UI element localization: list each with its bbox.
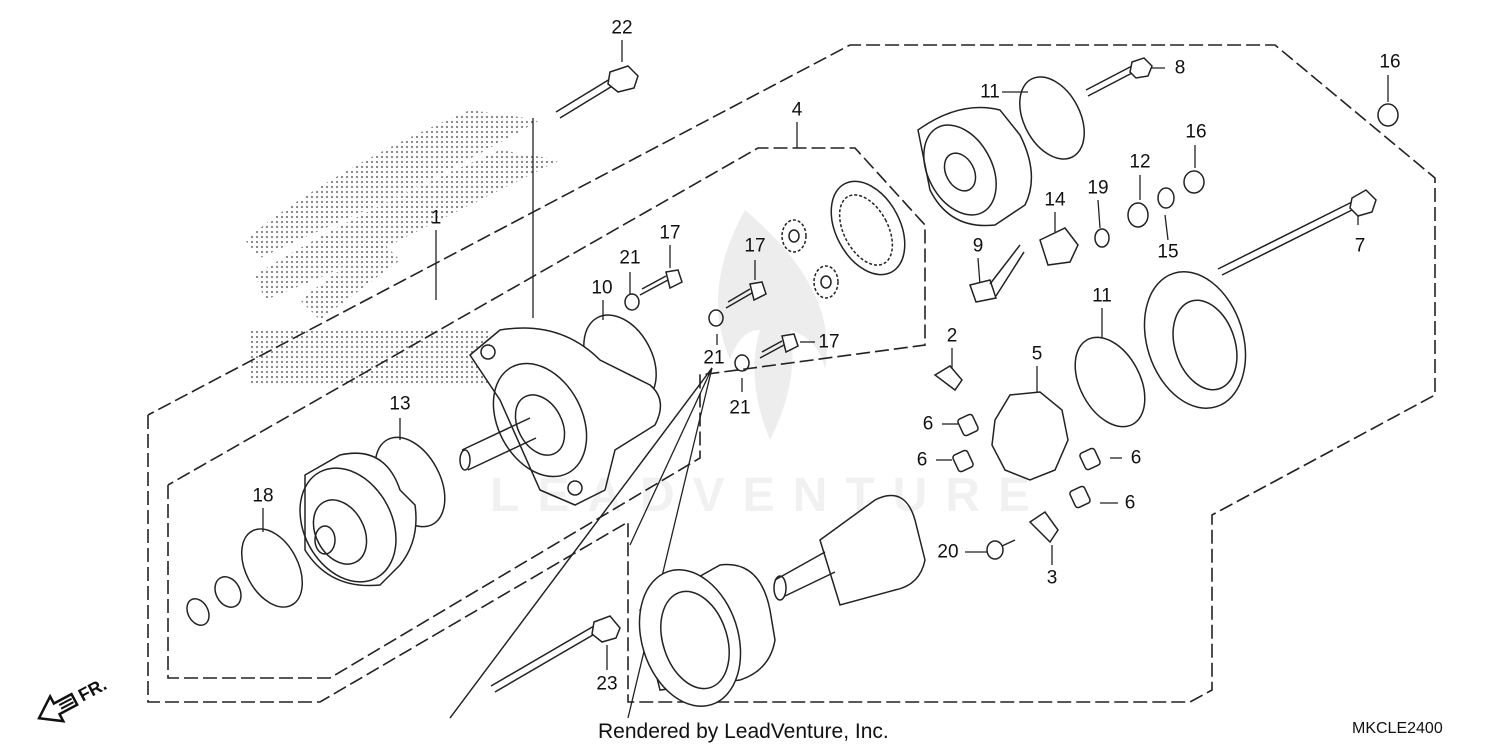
armature: [773, 494, 926, 606]
end-cover-7: [1143, 271, 1247, 409]
callout-5[interactable]: 5: [1031, 343, 1043, 365]
callout-10[interactable]: 10: [591, 277, 613, 299]
pinion-housing: [299, 452, 417, 587]
flame-watermark: [718, 210, 828, 440]
callout-13[interactable]: 13: [389, 393, 411, 415]
callout-8[interactable]: 8: [1174, 57, 1186, 79]
callout-16a[interactable]: 16: [1379, 51, 1401, 73]
callout-3[interactable]: 3: [1046, 567, 1058, 589]
terminal-2: [933, 365, 963, 392]
long-bolt-7: [1217, 189, 1377, 276]
watermark-text: LEADVENTURE: [490, 469, 1049, 522]
spring-6d: [1069, 485, 1091, 509]
internal-ring-gear: [830, 180, 906, 276]
bolt-17c: [759, 333, 799, 359]
callout-17c[interactable]: 17: [818, 331, 840, 353]
nut-16a: [1183, 170, 1205, 194]
callout-9[interactable]: 9: [972, 235, 984, 257]
washer-21b: [708, 309, 724, 327]
callout-6c[interactable]: 6: [1130, 447, 1142, 469]
planet-gear-a: [781, 219, 807, 253]
brush-plate-5: [991, 391, 1069, 481]
callout-11a[interactable]: 11: [980, 81, 1000, 103]
bolt-17a: [639, 269, 683, 296]
callout-21c[interactable]: 21: [729, 397, 751, 419]
callout-2[interactable]: 2: [946, 325, 958, 347]
callout-20[interactable]: 20: [937, 541, 959, 563]
diagram-code: MKCLE2400: [1352, 720, 1443, 737]
front-direction-arrow-icon: FR.: [37, 674, 110, 723]
o-ring-11a: [1019, 76, 1085, 160]
direction-label: FR.: [75, 674, 110, 705]
callout-22[interactable]: 22: [611, 17, 633, 39]
outer-frame-outline: [147, 44, 1436, 703]
callout-14[interactable]: 14: [1044, 189, 1066, 211]
washer-19: [1094, 228, 1110, 248]
callout-17a[interactable]: 17: [659, 222, 681, 244]
render-credit: Rendered by LeadVenture, Inc.: [598, 720, 889, 743]
brush-holder-14: [1039, 227, 1079, 266]
callout-4[interactable]: 4: [791, 99, 803, 121]
callout-1[interactable]: 1: [430, 207, 442, 229]
planet-gear-b: [813, 265, 839, 299]
group-4-outline: [167, 147, 926, 679]
spring-6a: [957, 413, 979, 437]
spring-6c: [1079, 447, 1101, 471]
dashed-outlines: [147, 44, 1436, 703]
bolt-9: [969, 244, 1025, 303]
callout-6b[interactable]: 6: [916, 449, 928, 471]
washer-21c: [734, 354, 750, 372]
callout-12[interactable]: 12: [1129, 151, 1151, 173]
nut-16b: [1377, 103, 1399, 127]
terminal-3: [1028, 510, 1059, 544]
washer-15: [1157, 187, 1175, 209]
screw-20: [986, 539, 1016, 560]
callout-21a[interactable]: 21: [619, 247, 641, 269]
callout-23[interactable]: 23: [596, 673, 618, 695]
callout-15[interactable]: 15: [1157, 241, 1179, 263]
bolt-8: [1085, 57, 1153, 97]
callout-11b[interactable]: 11: [1092, 285, 1112, 307]
spring-6b: [952, 449, 974, 473]
parts: [186, 57, 1399, 707]
yoke: [638, 563, 776, 707]
long-bolt-22: [555, 65, 639, 119]
rear-bracket-cover: [917, 106, 1033, 227]
output-shaft: [459, 417, 537, 471]
callout-16b[interactable]: 16: [1185, 121, 1207, 143]
o-ring-18: [240, 528, 304, 608]
callout-17b[interactable]: 17: [744, 235, 766, 257]
bushing-12: [1127, 202, 1149, 228]
washer-21a: [624, 293, 640, 311]
thrust-washer: [214, 576, 242, 608]
callout-7[interactable]: 7: [1354, 235, 1366, 257]
brand-logo-watermark: [245, 110, 560, 385]
callout-6d[interactable]: 6: [1124, 492, 1136, 514]
callout-18[interactable]: 18: [252, 485, 274, 507]
circlip: [186, 598, 210, 626]
o-ring-11b: [1074, 336, 1146, 428]
long-bolt-23: [490, 615, 621, 693]
callout-21b[interactable]: 21: [703, 347, 725, 369]
callout-6a[interactable]: 6: [922, 413, 934, 435]
gear-housing-bracket: [469, 327, 662, 506]
bolt-17b: [725, 281, 767, 309]
callout-19[interactable]: 19: [1087, 177, 1109, 199]
